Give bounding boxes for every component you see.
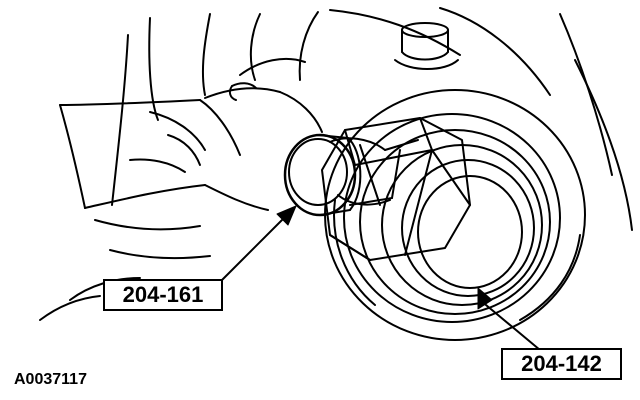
- arrowhead-right: [477, 287, 493, 310]
- remover-cylinder: [283, 133, 362, 217]
- steering-arm: [39, 82, 269, 321]
- top-stud: [394, 22, 459, 70]
- arrowhead-left: [276, 205, 297, 226]
- callout-tool-left: 204-161: [103, 279, 223, 311]
- housing-outline: [111, 7, 633, 231]
- leader-lines: [221, 211, 541, 351]
- tool-shaft: [329, 137, 419, 206]
- figure-id: A0037117: [14, 371, 87, 388]
- callout-tool-right: 204-142: [501, 348, 622, 380]
